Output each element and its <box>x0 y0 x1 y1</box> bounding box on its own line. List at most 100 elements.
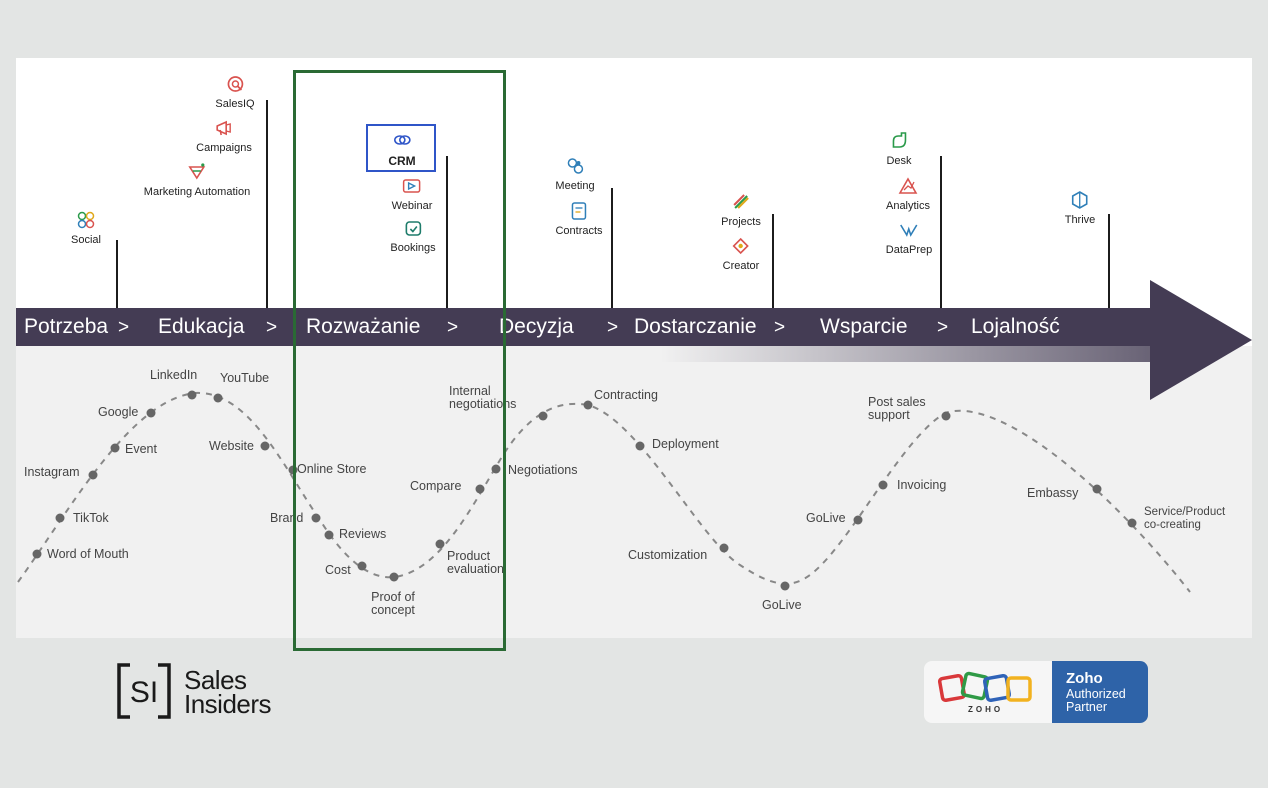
product-bookings: Bookings <box>390 218 436 254</box>
zoho-logo-icon <box>938 671 1032 703</box>
touchpoint-label: TikTok <box>73 511 109 525</box>
product-marketing-automation: Marketing Automation <box>144 162 250 198</box>
dataprep-icon <box>900 224 918 237</box>
product-label: SalesIQ <box>215 98 255 110</box>
crm-highlight-box <box>366 124 436 172</box>
product-label: Thrive <box>1064 214 1096 226</box>
touchpoint-dot <box>538 411 548 421</box>
touchpoint-dot <box>719 543 729 553</box>
stage-separator: > <box>774 317 786 338</box>
touchpoint-label: LinkedIn <box>150 368 198 382</box>
product-crm: CRM <box>388 130 416 168</box>
touchpoint-dot <box>55 513 65 523</box>
touchpoint-dot <box>878 480 888 490</box>
focus-highlight-box <box>293 70 506 651</box>
product-label: Campaigns <box>196 142 252 154</box>
touchpoint-label: Proof of concept <box>371 590 415 617</box>
touchpoint-dot <box>853 515 863 525</box>
touchpoint-dot <box>491 464 501 474</box>
creator-icon <box>732 237 750 255</box>
touchpoint-label: Embassy <box>1027 486 1079 500</box>
marketing-automation-icon <box>188 163 206 180</box>
connector-line <box>266 100 268 308</box>
touchpoint-label: Event <box>125 442 157 456</box>
product-label: Desk <box>886 155 912 167</box>
product-campaigns: Campaigns <box>196 118 252 154</box>
meeting-icon <box>567 158 583 174</box>
social-icon <box>77 211 95 229</box>
projects-icon <box>733 194 749 209</box>
sales-insiders-text: Sales Insiders <box>184 665 272 719</box>
touchpoint-dot <box>187 390 197 400</box>
product-desk: Desk <box>886 131 912 167</box>
touchpoint-dot <box>1127 518 1137 528</box>
product-webinar: Webinar <box>391 176 433 212</box>
wave-path <box>17 391 1191 593</box>
stage-band <box>16 308 1166 346</box>
zoho-partner-badge: ZOHO Zoho Authorized Partner <box>924 661 1148 723</box>
touchpoint-area <box>16 346 1252 638</box>
connector-line <box>446 156 448 308</box>
product-projects: Projects <box>721 192 761 228</box>
analytics-icon <box>898 177 918 194</box>
product-salesiq: SalesIQ <box>215 74 255 110</box>
touchpoint-label: Invoicing <box>897 478 947 492</box>
stage-edukacja: Edukacja <box>158 315 245 338</box>
zoho-partner-label: Zoho Authorized Partner <box>1052 661 1148 723</box>
touchpoint-label: GoLive <box>806 511 846 525</box>
connector-line <box>940 156 942 308</box>
touchpoint-label: Internal negotiations <box>449 384 517 411</box>
touchpoint-dot <box>110 443 120 453</box>
touchpoint-label: Cost <box>325 563 351 577</box>
touchpoint-label: Reviews <box>339 527 387 541</box>
touchpoint-dots <box>32 390 1137 591</box>
contracts-icon <box>571 202 586 220</box>
touchpoint-label: Negotiations <box>508 463 578 477</box>
touchpoint-dot <box>389 572 399 582</box>
product-label: Bookings <box>390 242 436 254</box>
stage-rozwazanie: Rozważanie <box>306 315 421 338</box>
product-label: Projects <box>721 216 761 228</box>
stage-wsparcie: Wsparcie <box>820 315 908 338</box>
zoho-wordmark: ZOHO <box>968 705 1004 714</box>
salesiq-icon <box>227 76 243 92</box>
product-label: Webinar <box>391 200 433 212</box>
product-thrive: Thrive <box>1064 190 1096 226</box>
stage-band-fade <box>660 346 1160 362</box>
stage-lojalnosc: Lojalność <box>971 315 1060 338</box>
touchpoint-dot <box>357 561 367 571</box>
touchpoint-label: Website <box>209 439 254 453</box>
stage-separator: > <box>937 317 949 338</box>
touchpoint-label: Instagram <box>24 465 80 479</box>
stage-decyzja: Decyzja <box>499 315 574 338</box>
touchpoint-dot <box>32 549 42 559</box>
stage-separator: > <box>266 317 278 338</box>
touchpoint-label: YouTube <box>220 371 270 385</box>
touchpoint-label: Online Store <box>297 462 367 476</box>
stage-dostarczanie: Dostarczanie <box>634 315 757 338</box>
touchpoint-dot <box>435 539 445 549</box>
touchpoint-label: Compare <box>410 479 462 493</box>
touchpoint-label: Word of Mouth <box>47 547 129 561</box>
touchpoint-label: Post sales support <box>868 395 926 422</box>
connector-line <box>1108 214 1110 308</box>
bookings-icon <box>405 221 421 236</box>
connector-line <box>772 214 774 308</box>
touchpoint-dot <box>88 470 98 480</box>
product-label: DataPrep <box>885 244 933 256</box>
product-label: CRM <box>388 154 416 168</box>
touchpoint-dot <box>213 393 223 403</box>
sales-insiders-mark-icon: SI <box>117 663 171 719</box>
product-label: Analytics <box>885 200 931 212</box>
touchpoint-dot <box>146 408 156 418</box>
campaigns-icon <box>216 120 231 136</box>
touchpoint-label: Customization <box>628 548 708 562</box>
connector-line <box>116 240 118 308</box>
product-label: Social <box>71 234 101 246</box>
stage-potrzeba: Potrzeba <box>24 315 109 338</box>
thrive-icon <box>1072 191 1088 209</box>
product-dataprep: DataPrep <box>886 220 932 256</box>
touchpoint-dot <box>941 411 951 421</box>
crm-icon <box>393 135 411 145</box>
